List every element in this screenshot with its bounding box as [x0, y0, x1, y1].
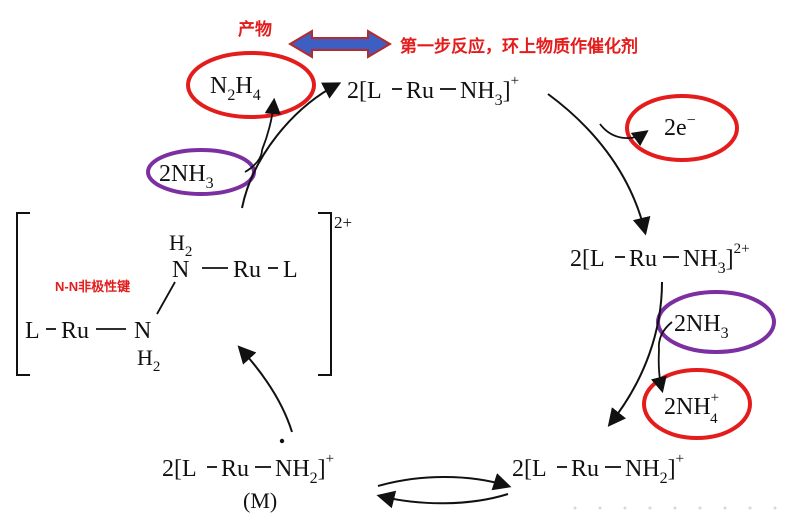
watermark-dots [573, 506, 777, 510]
dimer-complex: 2+ H2 N Ru L L Ru N H2 [16, 212, 352, 376]
arrow-top-to-right [547, 93, 651, 236]
arrow-two-nh3-in [244, 149, 263, 173]
svg-text:NH3]2+: NH3]2+ [683, 241, 750, 277]
m-label: (M) [243, 488, 277, 513]
dimer-upper-ru: Ru [233, 257, 261, 283]
arrow-two-nh4-out [651, 349, 667, 394]
svg-text:NH2]+: NH2]+ [275, 451, 334, 487]
svg-text:Ru: Ru [406, 78, 434, 104]
n2h4-label: N2H4 [210, 73, 261, 104]
svg-text:2[L: 2[L [570, 246, 605, 272]
svg-text:Ru: Ru [629, 246, 657, 272]
two-electron-label: 2e− [664, 112, 696, 141]
dimer-lower-n: N [134, 318, 151, 344]
svg-text:NH3]+: NH3]+ [460, 73, 519, 109]
two-nh3-top-label: 2NH3 [159, 161, 214, 192]
arrow-release-n2h4 [261, 97, 281, 151]
svg-text:Ru: Ru [221, 456, 249, 482]
equilibrium-reverse-arrow [376, 490, 509, 509]
dimer-upper-l: L [283, 257, 298, 283]
svg-text:2[L: 2[L [162, 456, 197, 482]
dimer-lower-l: L [25, 318, 40, 344]
arrow-dimer-to-top [241, 82, 342, 209]
dimer-lower-h2: H2 [137, 345, 160, 375]
n2h4-red-circle [186, 51, 316, 119]
equilibrium-forward-arrow [377, 473, 512, 491]
svg-text:2[L: 2[L [512, 456, 547, 482]
svg-text:NH2]+: NH2]+ [625, 451, 684, 487]
two-nh4-label: 2NH+4 [664, 390, 719, 427]
radical-dot [279, 438, 285, 444]
product-label: 产物 [238, 19, 272, 39]
dimer-lower-ru: Ru [61, 318, 89, 344]
two-nh4-red-circle [642, 368, 752, 440]
dimer-charge: 2+ [334, 213, 352, 232]
arrow-two-electron-out [599, 123, 649, 147]
arrow-m-to-dimer [237, 345, 293, 433]
dimer-right-bracket [318, 212, 332, 376]
equilibrium-double-arrow [288, 29, 392, 59]
two-electron-red-circle [625, 94, 739, 162]
svg-text:Ru: Ru [571, 456, 599, 482]
nn-bond-label: N-N非极性键 [55, 279, 130, 294]
dimer-upper-h2: H2 [169, 230, 192, 260]
nn-bond-line [156, 281, 176, 315]
dimer-left-bracket [16, 212, 30, 376]
svg-text:2[L: 2[L [347, 78, 382, 104]
right-complex: 2[L Ru NH3]2+ [570, 241, 750, 277]
two-nh3-right-label: 2NH3 [674, 311, 729, 342]
dimer-upper-n: N [172, 257, 189, 283]
arrow-right-to-bottom [607, 281, 663, 427]
arrow-two-nh3-right-in [657, 321, 673, 351]
first-step-label: 第一步反应，环上物质作催化剂 [400, 36, 638, 56]
top-complex: 2[L Ru NH3]+ [347, 73, 519, 109]
bottom-right-complex: 2[L Ru NH2]+ [512, 451, 684, 487]
bottom-left-complex: 2[L Ru NH2]+ [162, 438, 334, 487]
